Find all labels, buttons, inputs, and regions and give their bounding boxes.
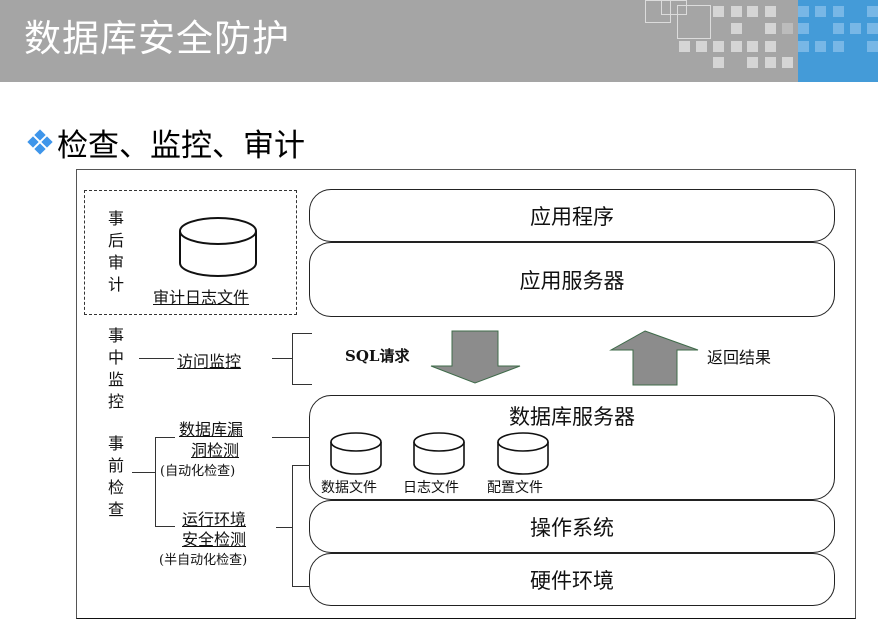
- data-file-label: 数据文件: [321, 480, 377, 496]
- env-security-scan-note: (半自动化检查): [159, 553, 248, 568]
- connector-line: [132, 472, 155, 474]
- pre-check-label: 事 前 检 查: [107, 434, 124, 519]
- bracket-line: [292, 384, 312, 386]
- bracket-line: [292, 333, 294, 385]
- decor-square: [833, 6, 844, 17]
- connector-line: [276, 527, 293, 529]
- audit-log-file-label: 审计日志文件: [153, 288, 250, 307]
- decor-square: [782, 23, 793, 34]
- decor-square: [867, 6, 878, 17]
- diagram-frame: [76, 169, 856, 619]
- layer-application-label: 应用程序: [530, 204, 614, 229]
- decor-square: [850, 23, 861, 34]
- decor-square: [765, 57, 776, 68]
- layer-db-server-label: 数据库服务器: [509, 405, 635, 429]
- connector-line: [139, 358, 174, 360]
- decor-square: [731, 23, 742, 34]
- decor-square: [747, 57, 758, 68]
- decor-square: [765, 6, 776, 17]
- data-file-database-icon: [330, 432, 382, 475]
- decor-outline-square: [677, 5, 711, 39]
- decor-square: [798, 23, 809, 34]
- decor-square: [833, 41, 844, 52]
- db-vuln-scan-label-line2: 洞检测: [191, 441, 240, 460]
- log-file-database-icon: [413, 432, 465, 475]
- bracket-line: [155, 526, 175, 528]
- decor-square: [782, 57, 793, 68]
- bracket-line: [292, 333, 312, 335]
- bracket-line: [155, 437, 157, 527]
- connector-line: [272, 358, 292, 360]
- decor-square: [867, 23, 878, 34]
- db-vuln-scan-note: (自动化检查): [160, 464, 236, 479]
- bracket-line: [292, 465, 294, 587]
- post-audit-box: [84, 190, 297, 315]
- decor-square: [747, 41, 758, 52]
- decor-square: [798, 6, 809, 17]
- decor-square: [867, 41, 878, 52]
- decor-square: [731, 41, 742, 52]
- bracket-line: [155, 437, 175, 439]
- layer-db-server: 数据库服务器: [309, 395, 835, 500]
- decor-square: [815, 41, 826, 52]
- layer-hardware-label: 硬件环境: [530, 568, 614, 593]
- config-file-label: 配置文件: [487, 480, 543, 496]
- decor-square: [713, 57, 724, 68]
- header-bar: 数据库安全防护: [0, 0, 878, 82]
- decor-square: [833, 23, 844, 34]
- header-accent-block: [798, 0, 878, 82]
- diamond-cluster-icon: [27, 128, 53, 156]
- decor-square: [713, 41, 724, 52]
- config-file-database-icon: [497, 432, 549, 475]
- return-result-up-arrow-icon: [609, 330, 699, 386]
- section-heading-text: 检查、监控、审计: [57, 128, 305, 164]
- decor-square: [713, 6, 724, 17]
- decor-square: [815, 6, 826, 17]
- in-process-monitor-label: 事 中 监 控: [107, 326, 124, 411]
- db-vuln-scan-label-line1: 数据库漏: [179, 420, 244, 439]
- decor-square: [747, 6, 758, 17]
- decor-square: [765, 41, 776, 52]
- layer-app-server: 应用服务器: [309, 242, 835, 317]
- decor-square: [731, 6, 742, 17]
- log-file-label: 日志文件: [403, 480, 459, 496]
- bracket-line: [292, 465, 310, 467]
- layer-app-server-label: 应用服务器: [519, 268, 625, 293]
- post-audit-label: 事 后 审 计: [107, 209, 124, 294]
- decor-outline-square: [645, 0, 671, 23]
- access-monitor-label: 访问监控: [177, 352, 242, 371]
- decor-square: [696, 41, 707, 52]
- layer-os-label: 操作系统: [530, 515, 614, 540]
- sql-request-down-arrow-icon: [430, 330, 521, 384]
- sql-request-label: SQL请求: [345, 347, 410, 365]
- env-security-scan-label-line1: 运行环境: [182, 510, 247, 529]
- env-security-scan-label-line2: 安全检测: [182, 530, 247, 549]
- decor-outline-square: [661, 0, 687, 15]
- audit-log-database-icon: [179, 217, 257, 277]
- return-result-label: 返回结果: [707, 348, 772, 367]
- page-title: 数据库安全防护: [24, 17, 290, 60]
- connector-line: [272, 437, 310, 439]
- bracket-line: [292, 586, 310, 588]
- layer-hardware: 硬件环境: [309, 553, 835, 606]
- decor-square: [765, 23, 776, 34]
- layer-os: 操作系统: [309, 500, 835, 553]
- decor-square: [679, 41, 690, 52]
- layer-application: 应用程序: [309, 189, 835, 242]
- section-heading: 检查、监控、审计: [27, 120, 305, 165]
- decor-square: [798, 41, 809, 52]
